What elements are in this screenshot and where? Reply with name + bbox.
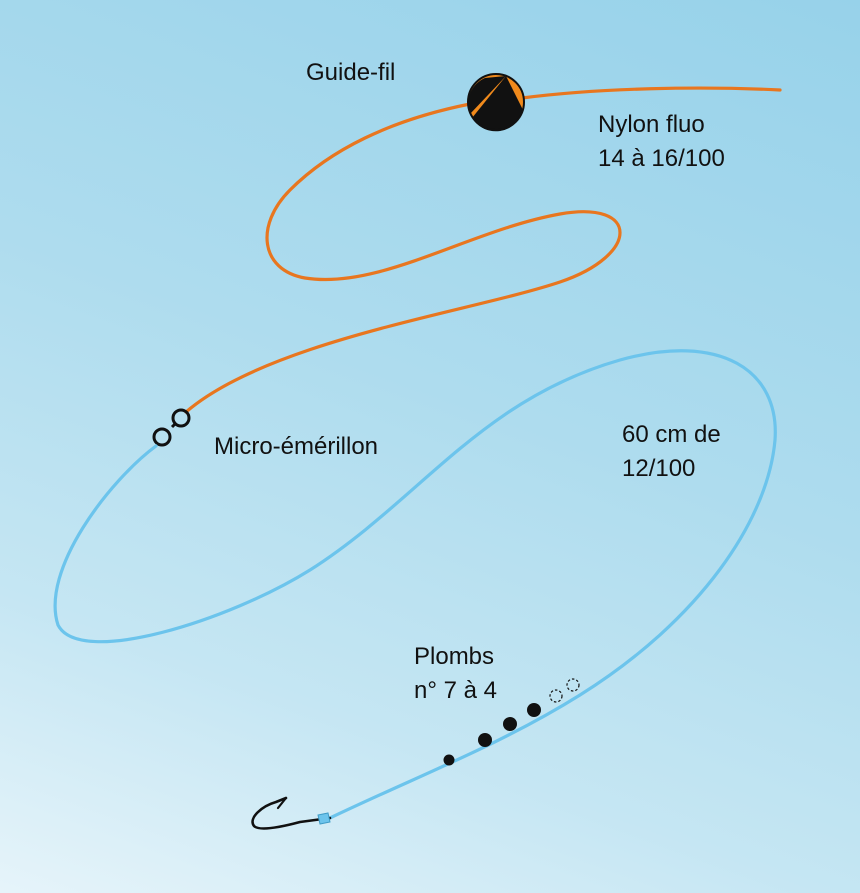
micro-swivel-icon	[152, 408, 191, 447]
hook-icon	[251, 796, 332, 830]
split-shot-weights	[443, 678, 580, 766]
micro-swivel-label: Micro-émérillon	[214, 433, 379, 460]
shot-icon	[478, 733, 492, 747]
leader-diameter: 12/100	[622, 455, 696, 482]
optional-shot-icon	[566, 678, 580, 692]
weights-label: Plombs n° 7 à 4	[414, 640, 497, 708]
optional-shot-icon	[549, 689, 563, 703]
nylon-fluo-label: Nylon fluo 14 à 16/100	[598, 108, 725, 176]
leader-label: 60 cm de 12/100	[622, 418, 721, 486]
guide-fil-bead-icon	[467, 73, 525, 132]
leader-line	[53, 349, 777, 820]
nylon-fluo-name: Nylon fluo	[598, 111, 705, 138]
weights-sizes: n° 7 à 4	[414, 677, 497, 704]
shot-icon	[503, 717, 517, 731]
shot-icon	[527, 703, 541, 717]
nylon-fluo-diameter: 14 à 16/100	[598, 145, 725, 172]
leader-length: 60 cm de	[622, 421, 721, 448]
weights-name: Plombs	[414, 643, 495, 670]
shot-icon	[443, 754, 455, 766]
guide-fil-label: Guide-fil	[306, 59, 396, 86]
nylon-fluo-line	[184, 86, 782, 414]
